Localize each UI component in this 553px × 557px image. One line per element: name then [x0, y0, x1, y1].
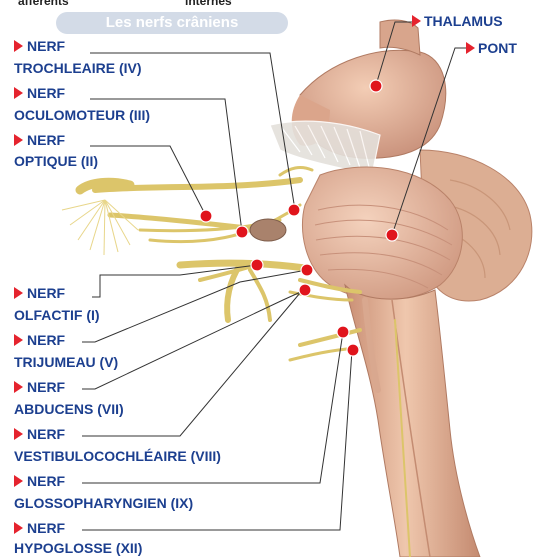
- label-hypoglosse: HYPOGLOSSE (XII): [14, 540, 142, 556]
- label-nerf-word: NERF: [27, 132, 65, 148]
- arrow-icon: [14, 334, 23, 346]
- arrow-icon: [14, 40, 23, 52]
- cut-label-center: internes: [185, 0, 232, 8]
- label-abducens: ABDUCENS (VII): [14, 401, 124, 417]
- label-trijumeau: TRIJUMEAU (V): [14, 354, 118, 370]
- pituitary: [250, 219, 286, 241]
- olfactory-fibers: [62, 200, 138, 255]
- label-optique: OPTIQUE (II): [14, 153, 98, 169]
- arrow-icon: [14, 475, 23, 487]
- label-trochleaire: TROCHLEAIRE (IV): [14, 60, 142, 76]
- arrow-icon: [14, 522, 23, 534]
- title-banner: Les nerfs crâniens: [56, 12, 288, 34]
- label-vestibulocochleaire: VESTIBULOCOCHLÉAIRE (VIII): [14, 448, 221, 464]
- label-nerf-word: NERF: [27, 426, 65, 442]
- arrow-icon: [466, 42, 475, 54]
- label-glossopharyngien: GLOSSOPHARYNGIEN (IX): [14, 495, 193, 511]
- label-nerf-word: NERF: [27, 332, 65, 348]
- label-thalamus: THALAMUS: [424, 13, 503, 29]
- label-nerf-word: NERF: [27, 38, 65, 54]
- label-nerf-word: NERF: [27, 473, 65, 489]
- arrow-icon: [14, 287, 23, 299]
- cut-label-left: afférents: [18, 0, 69, 8]
- label-nerf-word: NERF: [27, 85, 65, 101]
- label-pont: PONT: [478, 40, 517, 56]
- arrow-icon: [14, 87, 23, 99]
- arrow-icon: [14, 428, 23, 440]
- arrow-icon: [14, 381, 23, 393]
- label-nerf-word: NERF: [27, 285, 65, 301]
- label-oculomoteur: OCULOMOTEUR (III): [14, 107, 150, 123]
- arrow-icon: [14, 134, 23, 146]
- label-nerf-word: NERF: [27, 520, 65, 536]
- arrow-icon: [412, 15, 421, 27]
- label-olfactif: OLFACTIF (I): [14, 307, 100, 323]
- label-nerf-word: NERF: [27, 379, 65, 395]
